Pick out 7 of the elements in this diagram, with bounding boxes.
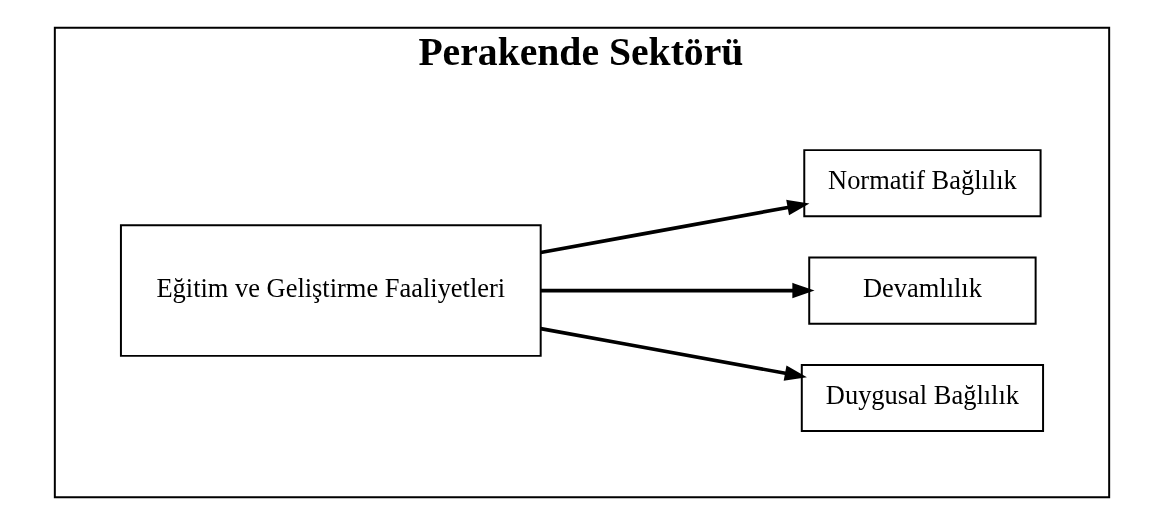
arrow: [540, 199, 810, 255]
node-box: Duygusal Bağlılık: [800, 363, 1045, 433]
node-box: Devamlılık: [808, 256, 1037, 325]
arrow: [540, 282, 815, 299]
node-box: Normatif Bağlılık: [803, 149, 1042, 218]
node-box: Eğitim ve Geliştirme Faaliyetleri: [119, 224, 542, 357]
arrow: [540, 326, 807, 381]
